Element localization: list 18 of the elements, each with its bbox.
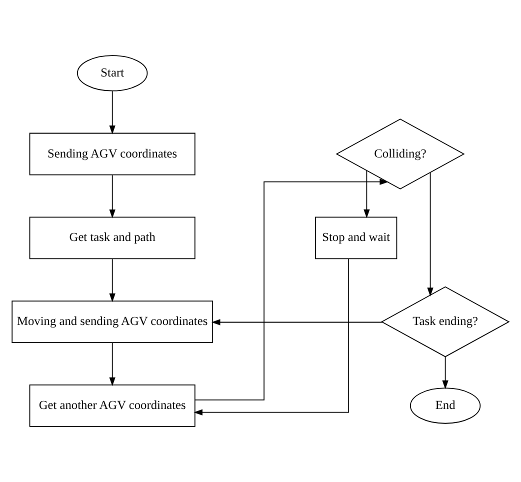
node-box: Stop and wait	[315, 216, 398, 260]
node-ellipse: Start	[77, 55, 148, 92]
arrow	[109, 258, 116, 302]
node-box: Sending AGV coordinates	[29, 132, 196, 176]
arrow	[109, 90, 116, 134]
node-box: Moving and sending AGV coordinates	[12, 300, 214, 343]
arrow	[211, 319, 383, 326]
node-box: Get another AGV coordinates	[29, 384, 196, 427]
node-box: Get task and path	[29, 216, 196, 260]
arrow	[427, 172, 434, 296]
arrow	[364, 170, 370, 218]
arrow	[194, 178, 389, 400]
node-diamond: Colliding?	[336, 118, 465, 190]
arrow	[109, 342, 116, 386]
arrow	[442, 356, 448, 390]
arrow	[194, 258, 350, 416]
arrow	[109, 174, 116, 218]
node-ellipse: End	[410, 388, 481, 424]
